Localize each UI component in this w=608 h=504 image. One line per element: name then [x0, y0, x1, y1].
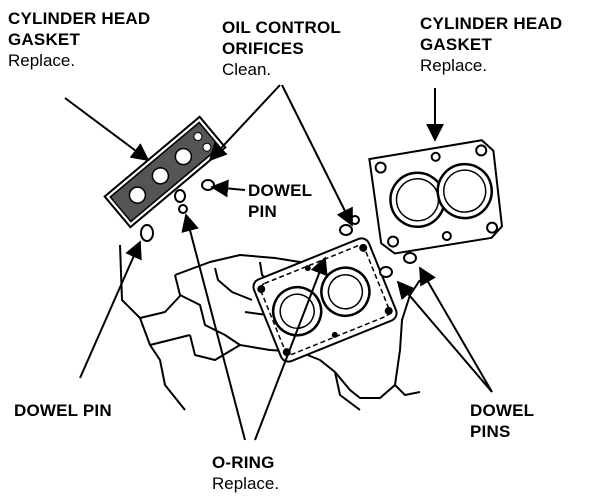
leader-dowel-pin-top	[210, 179, 246, 198]
cylinder-head-gasket-left	[103, 115, 227, 229]
label-text: DOWEL	[248, 181, 313, 200]
label-dowel-pins-right: DOWEL PINS	[470, 400, 534, 442]
label-dowel-pin-top: DOWEL PIN	[248, 180, 312, 222]
leader-o-ring-2	[254, 256, 328, 441]
label-text: PINS	[470, 422, 511, 441]
dowel-pins-right-part	[379, 252, 417, 278]
leader-dowel-pins-right-2	[419, 266, 493, 393]
engine-block	[119, 244, 421, 411]
label-text: DOWEL	[470, 401, 535, 420]
label-dowel-pin-left: DOWEL PIN	[14, 400, 112, 421]
label-text: GASKET	[8, 30, 81, 49]
leader-o-ring-1	[181, 213, 246, 441]
leader-dowel-pin-left	[79, 240, 142, 379]
label-text: O-RING	[212, 453, 275, 472]
label-text: GASKET	[420, 35, 493, 54]
label-cylinder-head-gasket-right: CYLINDER HEAD GASKET Replace.	[420, 13, 562, 76]
cylinder-block-deck	[252, 237, 398, 363]
label-text: CYLINDER HEAD	[8, 9, 151, 28]
label-note: Replace.	[8, 51, 76, 70]
leader-head-gasket-left	[64, 97, 150, 162]
label-text: OIL CONTROL	[222, 18, 341, 37]
label-note: Replace.	[212, 474, 280, 493]
label-oil-control-orifices: OIL CONTROL ORIFICES Clean.	[222, 17, 341, 80]
leader-dowel-pins-right-1	[396, 280, 493, 393]
label-text: CYLINDER HEAD	[420, 14, 563, 33]
label-text: ORIFICES	[222, 39, 304, 58]
label-text: DOWEL PIN	[14, 401, 112, 420]
label-note: Clean.	[222, 60, 272, 79]
label-text: PIN	[248, 202, 277, 221]
leader-lines	[64, 84, 493, 441]
leader-oil-orifice-2	[281, 84, 353, 227]
label-o-ring: O-RING Replace.	[212, 452, 279, 494]
label-note: Replace.	[420, 56, 488, 75]
leader-oil-orifice-1	[208, 84, 281, 162]
label-cylinder-head-gasket-left: CYLINDER HEAD GASKET Replace.	[8, 8, 150, 71]
cylinder-head-gasket-right	[368, 139, 504, 255]
